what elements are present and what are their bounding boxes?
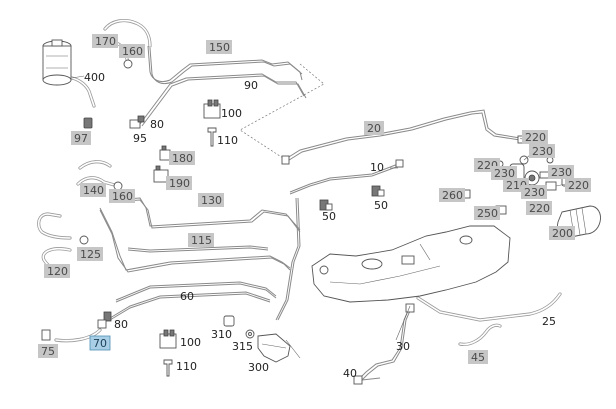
label-250[interactable]: 250	[474, 206, 500, 220]
label-260[interactable]: 260	[439, 188, 465, 202]
svg-text:230: 230	[494, 167, 515, 180]
label-220-d[interactable]: 220	[526, 201, 552, 215]
svg-text:230: 230	[524, 186, 545, 199]
label-10[interactable]: 10	[370, 161, 384, 174]
svg-text:190: 190	[169, 177, 190, 190]
label-230-b[interactable]: 230	[491, 166, 517, 180]
label-97[interactable]: 97	[71, 131, 91, 145]
label-60[interactable]: 60	[180, 290, 194, 303]
label-315[interactable]: 315	[232, 340, 253, 353]
label-230-c[interactable]: 230	[548, 165, 574, 179]
label-45[interactable]: 45	[468, 350, 488, 364]
label-220-a[interactable]: 220	[522, 130, 548, 144]
label-230-d[interactable]: 230	[521, 185, 547, 199]
label-310[interactable]: 310	[211, 328, 232, 341]
svg-text:75: 75	[41, 345, 55, 358]
label-20[interactable]: 20	[364, 121, 384, 135]
label-30[interactable]: 30	[396, 340, 410, 353]
label-100-top[interactable]: 100	[221, 107, 242, 120]
svg-text:140: 140	[83, 184, 104, 197]
label-95[interactable]: 95	[133, 132, 147, 145]
svg-text:20: 20	[367, 122, 381, 135]
label-50-a[interactable]: 50	[322, 210, 336, 223]
svg-text:250: 250	[477, 207, 498, 220]
svg-text:260: 260	[442, 189, 463, 202]
label-220-c[interactable]: 220	[565, 178, 591, 192]
label-90[interactable]: 90	[244, 79, 258, 92]
svg-text:170: 170	[95, 35, 116, 48]
label-80-top[interactable]: 80	[150, 118, 164, 131]
svg-text:200: 200	[552, 227, 573, 240]
svg-text:230: 230	[551, 166, 572, 179]
label-140[interactable]: 140	[80, 183, 106, 197]
svg-text:97: 97	[74, 132, 88, 145]
svg-text:45: 45	[471, 351, 485, 364]
label-70[interactable]: 70	[89, 335, 111, 351]
label-115[interactable]: 115	[188, 233, 214, 247]
label-100-bottom[interactable]: 100	[180, 336, 201, 349]
label-180[interactable]: 180	[169, 151, 195, 165]
label-120[interactable]: 120	[44, 264, 70, 278]
label-50-b[interactable]: 50	[374, 199, 388, 212]
svg-text:180: 180	[172, 152, 193, 165]
svg-text:230: 230	[532, 145, 553, 158]
label-230-a[interactable]: 230	[529, 144, 555, 158]
svg-text:220: 220	[525, 131, 546, 144]
label-190[interactable]: 190	[166, 176, 192, 190]
label-130[interactable]: 130	[198, 193, 224, 207]
label-125[interactable]: 125	[77, 247, 103, 261]
fuel-filter-400	[42, 39, 72, 86]
label-25[interactable]: 25	[542, 315, 556, 328]
label-40[interactable]: 40	[343, 367, 357, 380]
label-160-mid[interactable]: 160	[109, 189, 135, 203]
label-75[interactable]: 75	[38, 344, 58, 358]
label-110-top[interactable]: 110	[217, 134, 238, 147]
label-160-top[interactable]: 160	[119, 44, 145, 58]
svg-text:130: 130	[201, 194, 222, 207]
fuel-tank	[311, 225, 511, 303]
svg-text:160: 160	[122, 45, 143, 58]
svg-text:150: 150	[209, 41, 230, 54]
svg-text:160: 160	[112, 190, 133, 203]
part-labels[interactable]: 170 160 150 400 90 97 80 95 100 110 20 2…	[38, 34, 591, 380]
label-110-bottom[interactable]: 110	[176, 360, 197, 373]
svg-text:220: 220	[529, 202, 550, 215]
label-300[interactable]: 300	[248, 361, 269, 374]
label-170[interactable]: 170	[92, 34, 118, 48]
svg-text:125: 125	[80, 248, 101, 261]
svg-text:70: 70	[93, 337, 107, 350]
svg-text:115: 115	[191, 234, 212, 247]
svg-text:220: 220	[568, 179, 589, 192]
label-400[interactable]: 400	[84, 71, 105, 84]
label-80-bottom[interactable]: 80	[114, 318, 128, 331]
svg-text:120: 120	[47, 265, 68, 278]
label-200[interactable]: 200	[549, 226, 575, 240]
label-150[interactable]: 150	[206, 40, 232, 54]
fuel-lines	[37, 18, 562, 383]
